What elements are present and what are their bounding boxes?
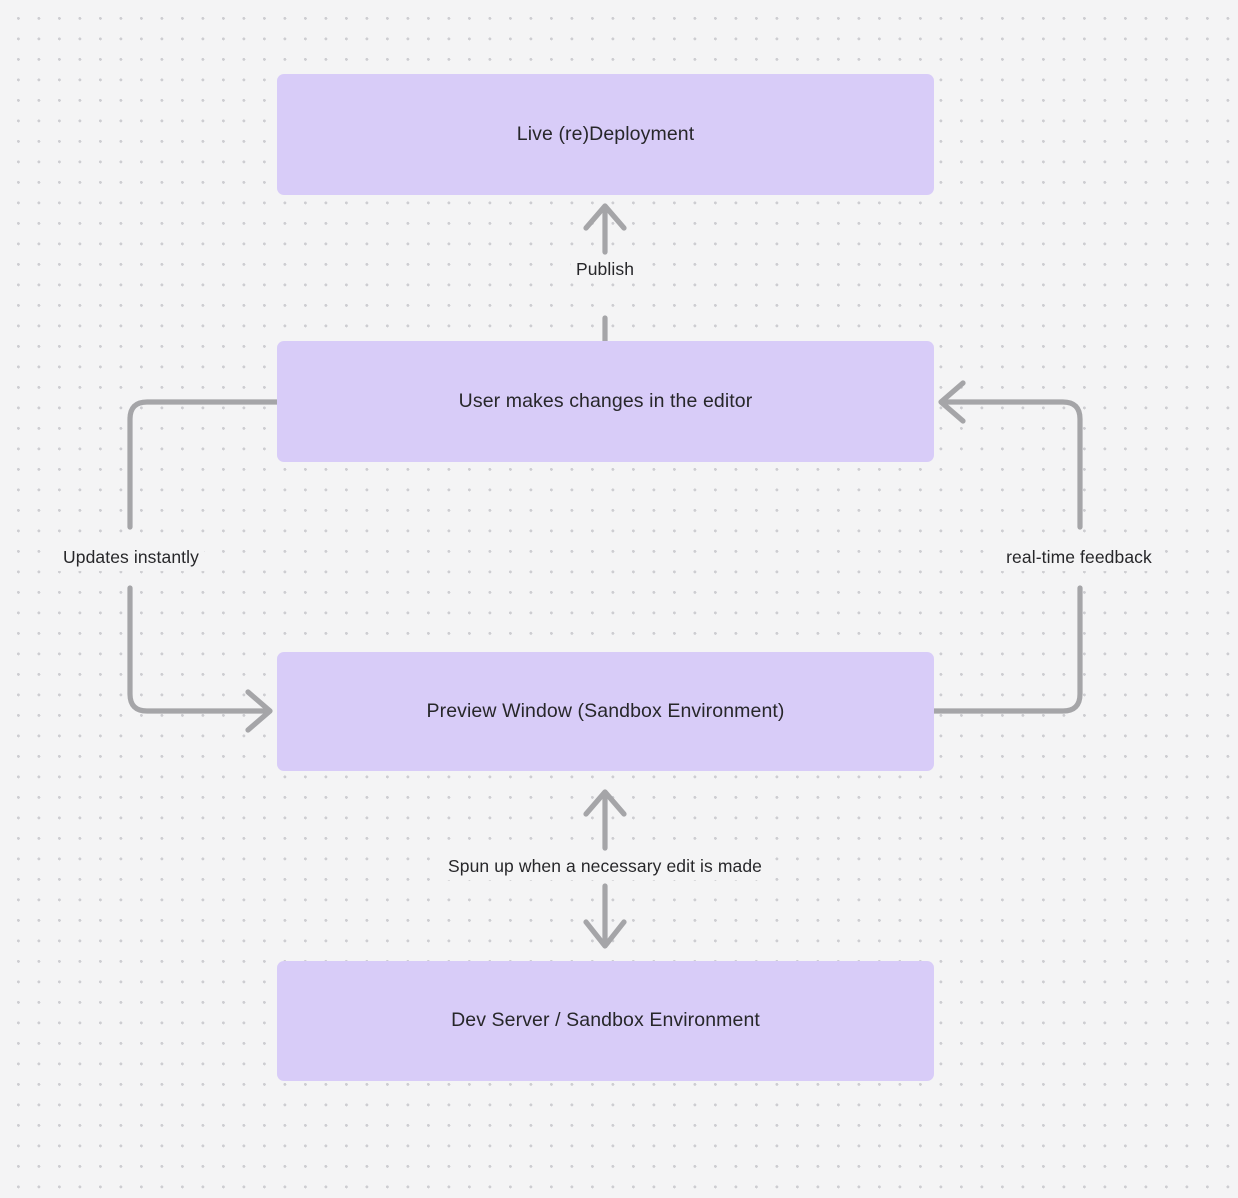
node-label: Live (re)Deployment bbox=[516, 122, 695, 145]
node-label: User makes changes in the editor bbox=[458, 389, 753, 412]
node-user-edits[interactable]: User makes changes in the editor bbox=[277, 341, 934, 462]
edge-label-publish: Publish bbox=[570, 257, 640, 283]
node-label: Dev Server / Sandbox Environment bbox=[451, 1009, 760, 1032]
node-preview-window[interactable]: Preview Window (Sandbox Environment) bbox=[277, 652, 934, 771]
edge-label-real-time-feedback: real-time feedback bbox=[1001, 545, 1157, 571]
node-dev-server[interactable]: Dev Server / Sandbox Environment bbox=[277, 961, 934, 1081]
node-live-deployment[interactable]: Live (re)Deployment bbox=[277, 74, 934, 195]
edge-label-spun-up: Spun up when a necessary edit is made bbox=[442, 854, 768, 880]
edge-label-updates-instantly: Updates instantly bbox=[58, 545, 204, 571]
node-label: Preview Window (Sandbox Environment) bbox=[426, 699, 785, 722]
